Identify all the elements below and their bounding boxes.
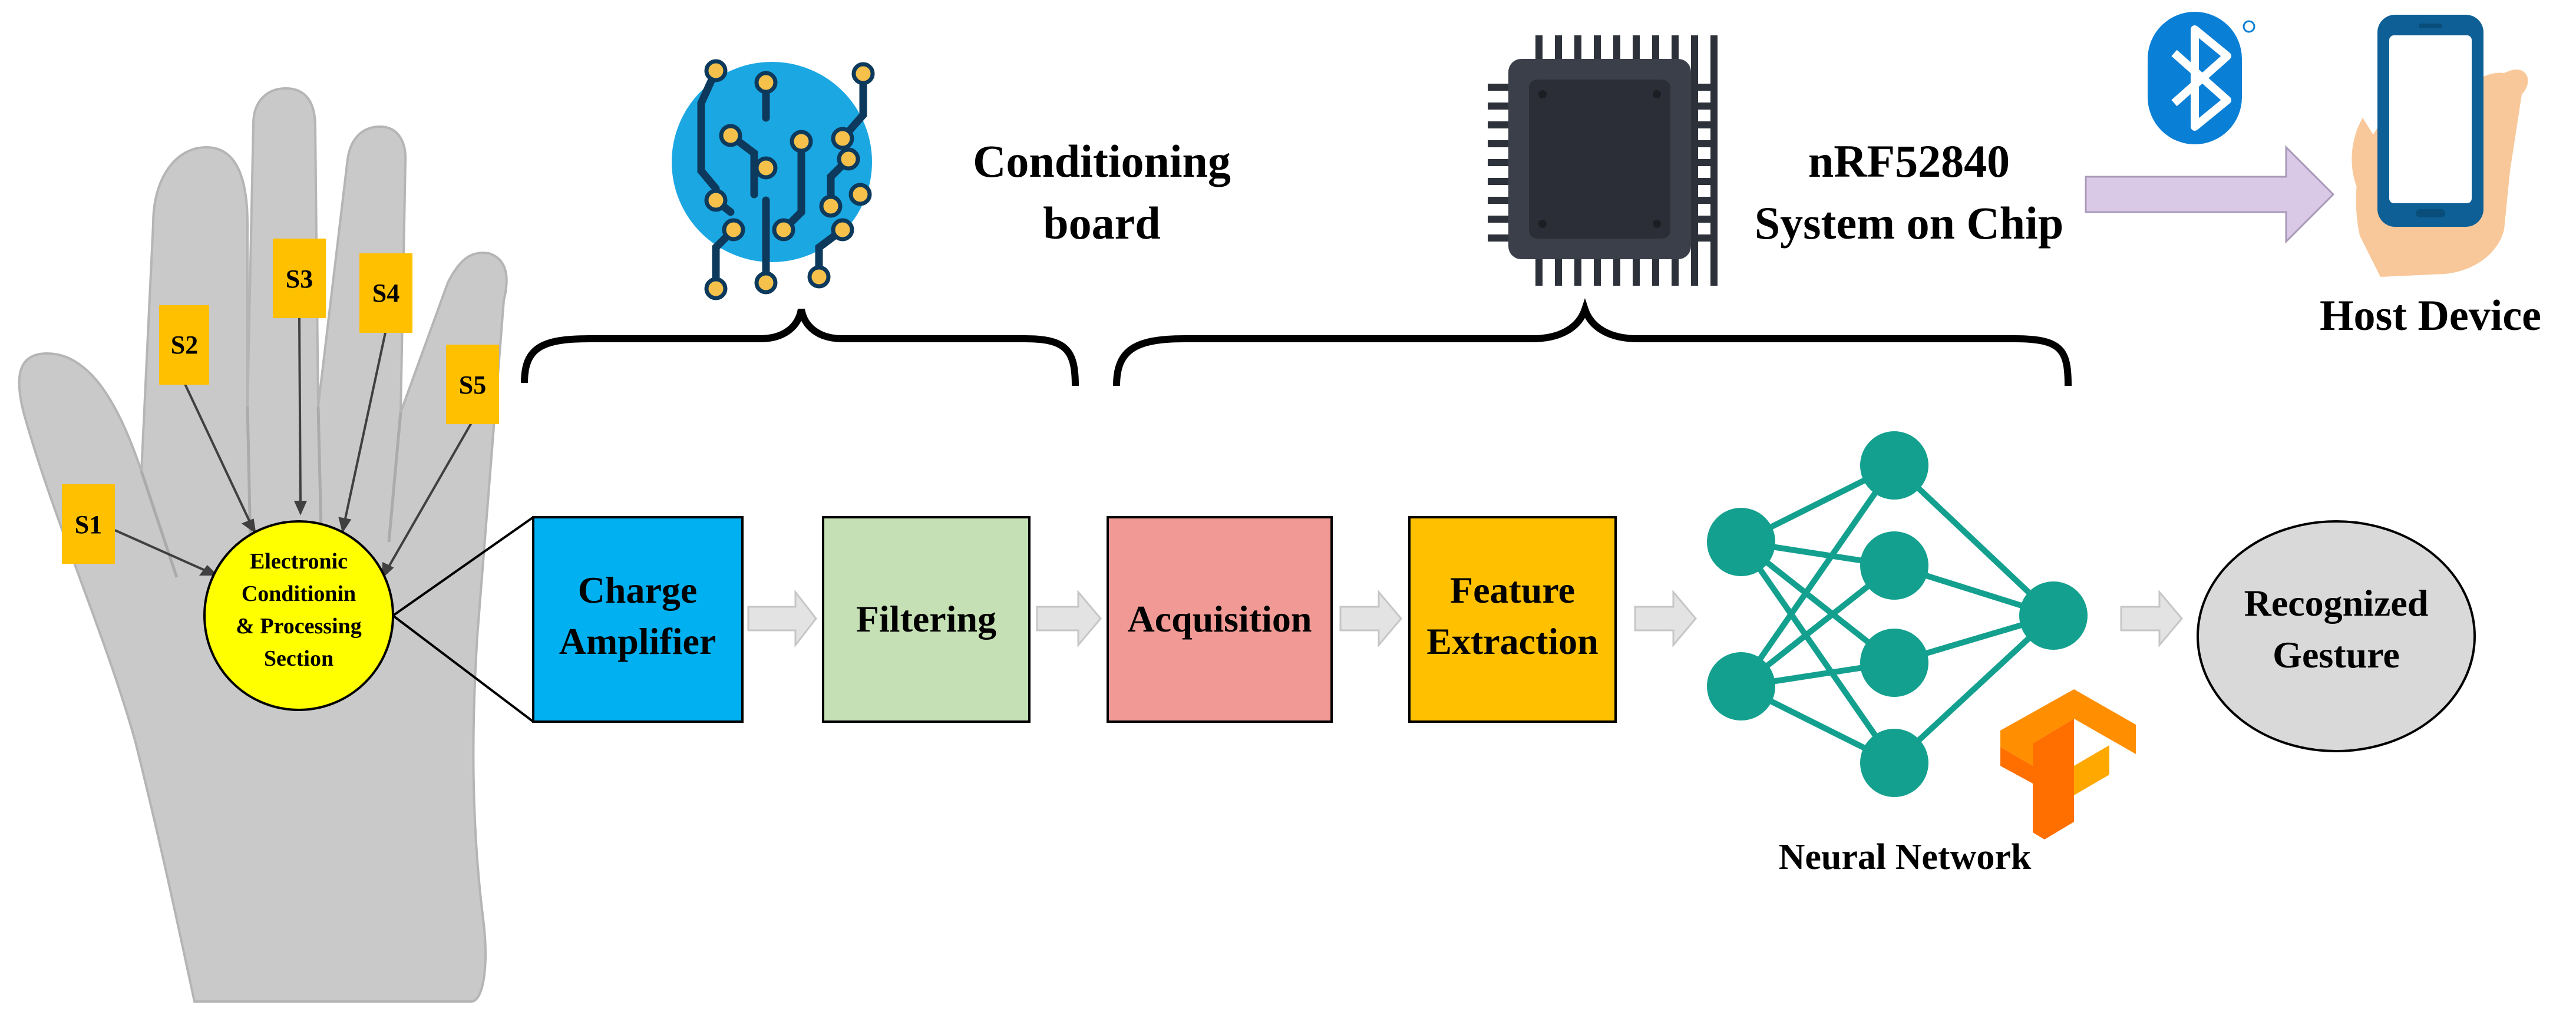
flow-arrow-2 xyxy=(1036,589,1102,648)
sensor-label-s4: S4 xyxy=(372,279,399,308)
sensor-s4: S4 xyxy=(359,253,412,333)
feature-extraction-block: Feature Extraction xyxy=(1408,516,1617,723)
sensor-s1: S1 xyxy=(62,484,115,564)
sensor-s2: S2 xyxy=(159,305,209,385)
host-arrow xyxy=(2085,145,2335,244)
braces xyxy=(521,298,2072,386)
flow-arrow-1 xyxy=(747,589,817,648)
acquisition-block: Acquisition xyxy=(1107,516,1333,723)
sensor-s3: S3 xyxy=(273,239,326,318)
circle-line-3: & Processing xyxy=(236,614,362,639)
charge-amplifier-line-2: Amplifier xyxy=(559,620,716,662)
flow-arrow-5 xyxy=(2120,589,2183,648)
output-line-2: Gesture xyxy=(2273,634,2400,676)
phone-in-hand-icon xyxy=(2352,15,2528,277)
neural-network-label: Neural Network xyxy=(1779,837,2032,877)
flow-arrow-3 xyxy=(1339,589,1402,648)
circle-line-4: Section xyxy=(264,646,333,671)
output-line-1: Recognized xyxy=(2244,582,2429,624)
charge-amplifier-block: Charge Amplifier xyxy=(532,516,744,723)
soc-line-2: System on Chip xyxy=(1755,197,2063,249)
sensor-label-s2: S2 xyxy=(171,330,198,359)
filtering-block: Filtering xyxy=(822,516,1031,723)
sensor-s5: S5 xyxy=(446,345,499,424)
soc-line-1: nRF52840 xyxy=(1808,135,2010,187)
charge-amplifier-line-1: Charge xyxy=(578,569,698,611)
circle-line-2: Conditionin xyxy=(242,581,356,606)
acquisition-label: Acquisition xyxy=(1128,598,1312,640)
zoom-lines xyxy=(392,516,534,723)
host-device-label: Host Device xyxy=(2320,292,2541,340)
sensor-label-s3: S3 xyxy=(286,265,313,293)
filtering-label: Filtering xyxy=(856,598,996,640)
conditioning-board-line-1: Conditioning xyxy=(973,135,1231,187)
feature-extraction-line-2: Extraction xyxy=(1426,620,1599,662)
circuit-board-icon xyxy=(672,59,875,300)
neural-network-icon xyxy=(1707,431,2088,797)
processing-circle: Electronic Conditionin & Processing Sect… xyxy=(203,520,394,711)
flow-arrow-4 xyxy=(1634,589,1697,648)
circle-line-1: Electronic xyxy=(250,549,348,574)
conditioning-board-line-2: board xyxy=(1043,197,1160,249)
microchip-icon xyxy=(1488,35,1718,286)
conditioning-brace xyxy=(521,308,1079,386)
sensor-label-s5: S5 xyxy=(459,371,486,399)
feature-extraction-line-1: Feature xyxy=(1450,569,1575,611)
recognized-gesture-output: Recognized Gesture xyxy=(2197,520,2476,752)
sensor-label-s1: S1 xyxy=(75,510,102,539)
bluetooth-icon xyxy=(2148,12,2255,144)
soc-brace xyxy=(1113,298,2072,386)
sensor-arrows xyxy=(114,318,473,579)
tensorflow-icon xyxy=(2000,689,2136,839)
